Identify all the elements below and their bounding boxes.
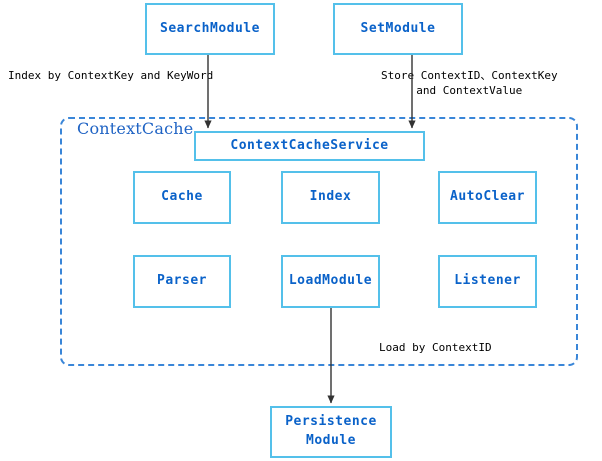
- node-parser[interactable]: Parser: [133, 255, 231, 308]
- edge-label-search-to-service: Index by ContextKey and KeyWord: [8, 69, 214, 82]
- node-listener[interactable]: Listener: [438, 255, 537, 308]
- edge-label-load-to-persistence: Load by ContextID: [379, 341, 492, 354]
- node-set-module[interactable]: SetModule: [333, 3, 463, 55]
- node-load-module[interactable]: LoadModule: [281, 255, 380, 308]
- group-context-cache-label: ContextCache: [75, 119, 196, 138]
- node-cache[interactable]: Cache: [133, 171, 231, 224]
- node-auto-clear[interactable]: AutoClear: [438, 171, 537, 224]
- edge-label-set-to-service: Store ContextID、ContextKey and ContextVa…: [381, 69, 558, 97]
- node-context-cache-service[interactable]: ContextCacheService: [194, 131, 425, 161]
- node-search-module[interactable]: SearchModule: [145, 3, 275, 55]
- group-context-cache: [60, 117, 578, 366]
- node-persistence-module[interactable]: Persistence Module: [270, 406, 392, 458]
- node-index[interactable]: Index: [281, 171, 380, 224]
